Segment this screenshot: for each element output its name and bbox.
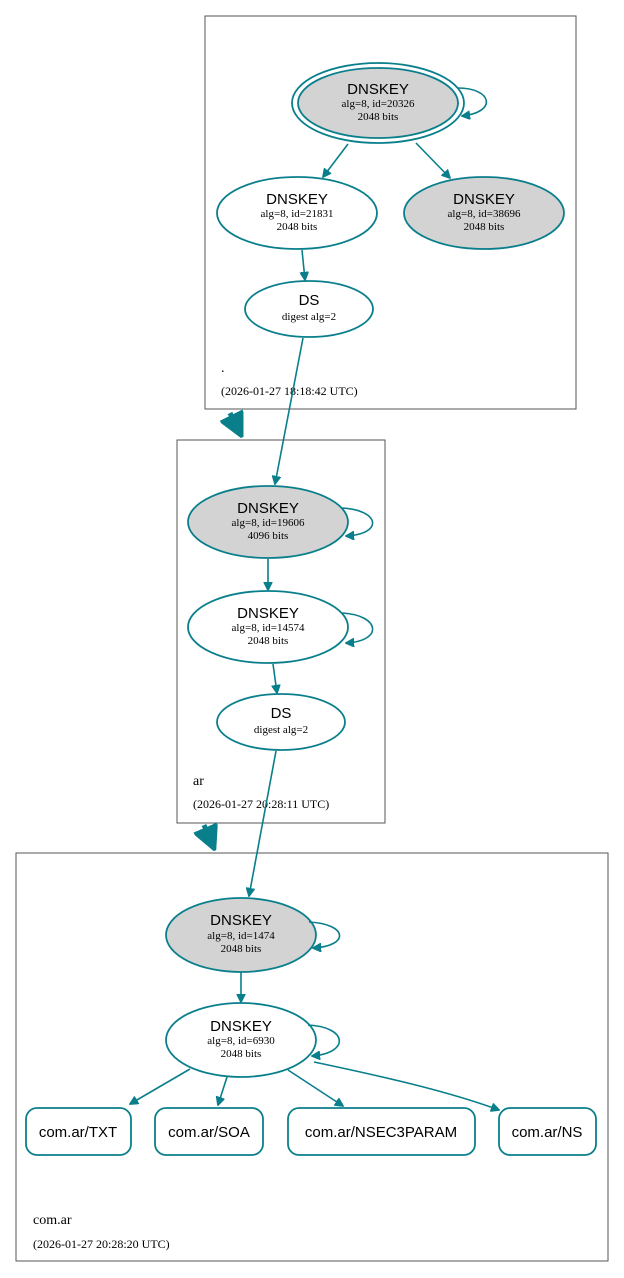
- comar-nsec3param-rrset[interactable]: com.ar/NSEC3PARAM: [287, 1107, 476, 1156]
- comar-ksk-size: 2048 bits: [221, 943, 262, 955]
- comar-nsec3param-label: com.ar/NSEC3PARAM: [305, 1124, 457, 1141]
- root-ds-node[interactable]: DS digest alg=2: [244, 280, 374, 338]
- ar-ksk-detail: alg=8, id=19606: [232, 517, 305, 529]
- root-zsk-node[interactable]: DNSKEY alg=8, id=21831 2048 bits: [216, 176, 378, 250]
- ar-ds-detail: digest alg=2: [254, 724, 308, 736]
- comar-ns-rrset[interactable]: com.ar/NS: [498, 1107, 597, 1156]
- root-ksk-self-edge: [457, 87, 488, 116]
- comar-ns-label: com.ar/NS: [512, 1124, 583, 1141]
- root-zone-timestamp: (2026-01-27 18:18:42 UTC): [221, 384, 358, 398]
- root-ds-to-ar-ksk-edge: [275, 337, 304, 484]
- ar-zsk-type: DNSKEY: [237, 605, 299, 622]
- comar-zsk-to-ns-edge: [313, 1061, 499, 1110]
- root-sep2-node[interactable]: DNSKEY alg=8, id=38696 2048 bits: [403, 176, 565, 250]
- root-ksk-detail: alg=8, id=20326: [342, 98, 415, 110]
- ar-ds-type: DS: [271, 705, 292, 722]
- comar-zsk-self-edge: [307, 1024, 341, 1056]
- ar-zsk-self-edge: [341, 612, 374, 643]
- root-sep2-detail: alg=8, id=38696: [448, 208, 521, 220]
- ar-zsk-node[interactable]: DNSKEY alg=8, id=14574 2048 bits: [187, 590, 349, 664]
- comar-ksk-node[interactable]: DNSKEY alg=8, id=1474 2048 bits: [165, 897, 317, 973]
- root-zone-name: .: [221, 361, 225, 376]
- root-ksk-to-zsk-edge: [323, 143, 349, 177]
- zone-ar: DNSKEY alg=8, id=19606 4096 bits DNSKEY …: [176, 439, 386, 824]
- ar-ksk-size: 4096 bits: [248, 530, 289, 542]
- ar-ds-to-comar-ksk-edge: [249, 750, 277, 896]
- comar-soa-rrset[interactable]: com.ar/SOA: [154, 1107, 264, 1156]
- ar-zsk-detail: alg=8, id=14574: [232, 622, 305, 634]
- root-ksk-node[interactable]: DNSKEY alg=8, id=20326 2048 bits: [291, 62, 465, 144]
- ar-ksk-type: DNSKEY: [237, 500, 299, 517]
- root-ksk-type: DNSKEY: [347, 81, 409, 98]
- comar-ksk-self-edge: [308, 921, 341, 948]
- root-ksk-size: 2048 bits: [358, 111, 399, 123]
- comar-zsk-type: DNSKEY: [210, 1018, 272, 1035]
- comar-zsk-size: 2048 bits: [221, 1048, 262, 1060]
- comar-zsk-to-txt-edge: [130, 1068, 191, 1104]
- ar-ksk-node[interactable]: DNSKEY alg=8, id=19606 4096 bits: [187, 485, 349, 559]
- zone-comar-box: [15, 852, 609, 1262]
- zone-comar: DNSKEY alg=8, id=1474 2048 bits DNSKEY a…: [15, 852, 609, 1262]
- root-zsk-size: 2048 bits: [277, 221, 318, 233]
- comar-txt-rrset[interactable]: com.ar/TXT: [25, 1107, 132, 1156]
- root-ds-detail: digest alg=2: [282, 311, 336, 323]
- root-zsk-detail: alg=8, id=21831: [261, 208, 334, 220]
- root-to-ar-delegation-edge: [230, 413, 240, 433]
- comar-ksk-detail: alg=8, id=1474: [207, 930, 275, 942]
- comar-zsk-node[interactable]: DNSKEY alg=8, id=6930 2048 bits: [165, 1002, 317, 1078]
- comar-zone-name: com.ar: [33, 1213, 72, 1228]
- root-ds-type: DS: [299, 292, 320, 309]
- ar-to-comar-delegation-edge: [204, 825, 213, 846]
- root-sep2-size: 2048 bits: [464, 221, 505, 233]
- zone-root: DNSKEY alg=8, id=20326 2048 bits DNSKEY …: [204, 15, 577, 410]
- comar-zone-timestamp: (2026-01-27 20:28:20 UTC): [33, 1237, 170, 1251]
- root-zsk-to-ds-edge: [302, 249, 305, 280]
- ar-ds-node[interactable]: DS digest alg=2: [216, 693, 346, 751]
- comar-zsk-to-nsec3param-edge: [287, 1069, 343, 1106]
- comar-zsk-detail: alg=8, id=6930: [207, 1035, 275, 1047]
- comar-ksk-type: DNSKEY: [210, 912, 272, 929]
- ar-zsk-size: 2048 bits: [248, 635, 289, 647]
- ar-zsk-to-ds-edge: [273, 663, 277, 693]
- ar-zone-timestamp: (2026-01-27 20:28:11 UTC): [193, 797, 329, 811]
- root-zsk-type: DNSKEY: [266, 191, 328, 208]
- comar-txt-label: com.ar/TXT: [39, 1124, 117, 1141]
- comar-zsk-to-soa-edge: [218, 1076, 228, 1105]
- ar-zone-name: ar: [193, 774, 204, 789]
- root-ksk-to-sep2-edge: [415, 142, 450, 178]
- root-sep2-type: DNSKEY: [453, 191, 515, 208]
- ar-ksk-self-edge: [341, 507, 374, 536]
- comar-soa-label: com.ar/SOA: [168, 1124, 250, 1141]
